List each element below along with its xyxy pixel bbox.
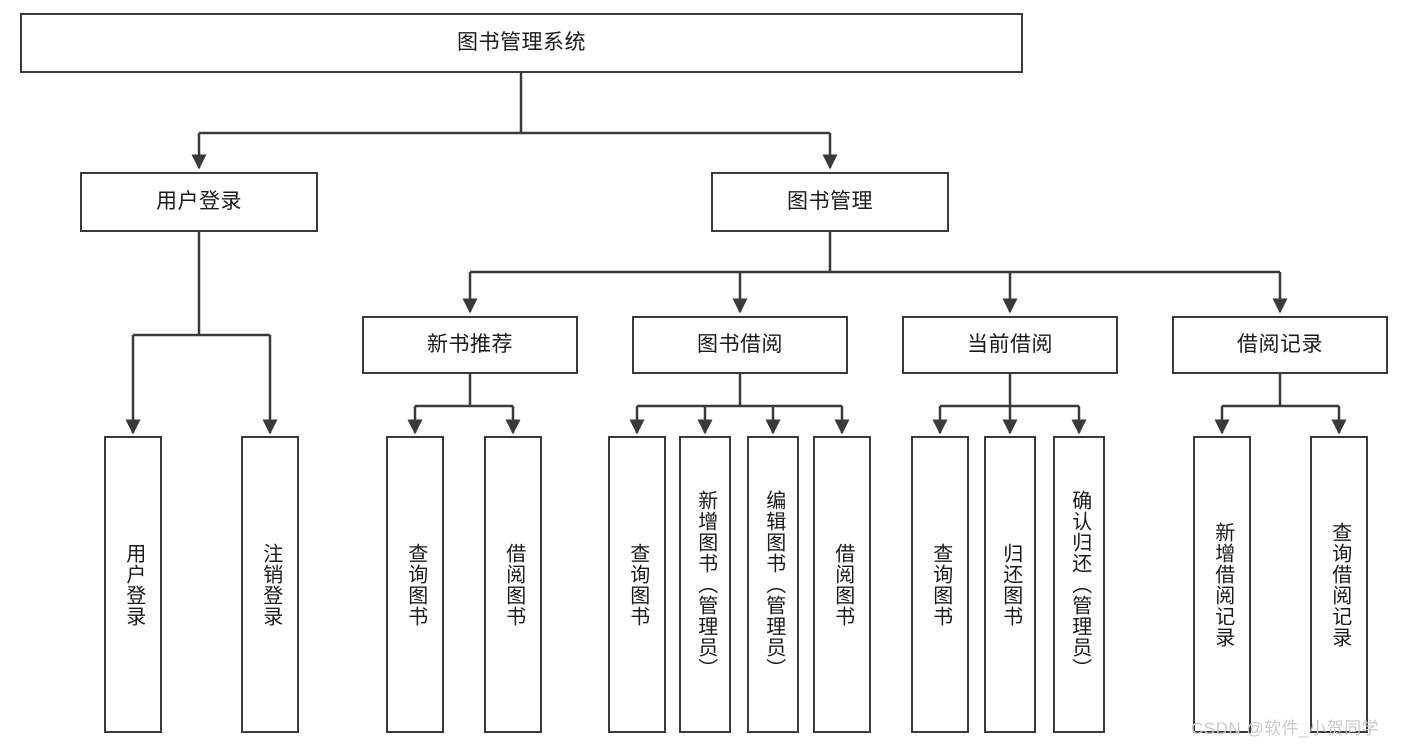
node-book-management[interactable]: 图书管理 bbox=[711, 172, 949, 232]
leaf-bb-borrow-book-label: 借阅图书 bbox=[831, 542, 854, 627]
leaf-bb-add-book[interactable]: 新增图书（管理员） bbox=[679, 436, 731, 733]
leaf-new-book-query-label: 查询图书 bbox=[404, 542, 427, 627]
node-book-management-label: 图书管理 bbox=[787, 190, 873, 214]
leaf-bb-edit-book-label: 编辑图书（管理员） bbox=[762, 490, 785, 679]
leaf-bb-borrow-book[interactable]: 借阅图书 bbox=[813, 436, 871, 733]
csdn-watermark: CSDN @软件_小贺同学 bbox=[1191, 719, 1380, 738]
node-new-book-recommend[interactable]: 新书推荐 bbox=[362, 316, 578, 374]
leaf-cb-confirm-return-label: 确认归还（管理员） bbox=[1068, 490, 1091, 679]
node-book-borrow-label: 图书借阅 bbox=[697, 333, 783, 357]
leaf-cb-confirm-return[interactable]: 确认归还（管理员） bbox=[1053, 436, 1105, 733]
leaf-bb-edit-book[interactable]: 编辑图书（管理员） bbox=[747, 436, 799, 733]
node-user-login[interactable]: 用户登录 bbox=[80, 172, 318, 232]
leaf-cb-query-book[interactable]: 查询图书 bbox=[911, 436, 969, 733]
leaf-new-book-borrow-label: 借阅图书 bbox=[502, 542, 525, 627]
leaf-user-login-label: 用户登录 bbox=[122, 542, 145, 627]
leaf-cb-return-book[interactable]: 归还图书 bbox=[984, 436, 1036, 733]
leaf-new-book-borrow[interactable]: 借阅图书 bbox=[484, 436, 542, 733]
leaf-logout[interactable]: 注销登录 bbox=[241, 436, 299, 733]
node-new-book-recommend-label: 新书推荐 bbox=[427, 333, 513, 357]
node-root[interactable]: 图书管理系统 bbox=[20, 13, 1023, 73]
leaf-cb-return-book-label: 归还图书 bbox=[999, 542, 1022, 627]
leaf-cb-query-book-label: 查询图书 bbox=[929, 542, 952, 627]
node-borrow-record[interactable]: 借阅记录 bbox=[1172, 316, 1388, 374]
leaf-br-add-record-label: 新增借阅记录 bbox=[1211, 521, 1234, 648]
leaf-br-add-record[interactable]: 新增借阅记录 bbox=[1193, 436, 1251, 733]
leaf-bb-query-book[interactable]: 查询图书 bbox=[608, 436, 666, 733]
node-user-login-label: 用户登录 bbox=[156, 190, 242, 214]
leaf-bb-query-book-label: 查询图书 bbox=[626, 542, 649, 627]
leaf-new-book-query[interactable]: 查询图书 bbox=[386, 436, 444, 733]
node-current-borrow[interactable]: 当前借阅 bbox=[902, 316, 1118, 374]
node-borrow-record-label: 借阅记录 bbox=[1237, 333, 1323, 357]
node-book-borrow[interactable]: 图书借阅 bbox=[632, 316, 848, 374]
leaf-br-query-record[interactable]: 查询借阅记录 bbox=[1310, 436, 1368, 733]
node-current-borrow-label: 当前借阅 bbox=[967, 333, 1053, 357]
leaf-bb-add-book-label: 新增图书（管理员） bbox=[694, 490, 717, 679]
leaf-logout-label: 注销登录 bbox=[259, 542, 282, 627]
leaf-user-login[interactable]: 用户登录 bbox=[104, 436, 162, 733]
leaf-br-query-record-label: 查询借阅记录 bbox=[1328, 521, 1351, 648]
node-root-label: 图书管理系统 bbox=[457, 31, 586, 55]
